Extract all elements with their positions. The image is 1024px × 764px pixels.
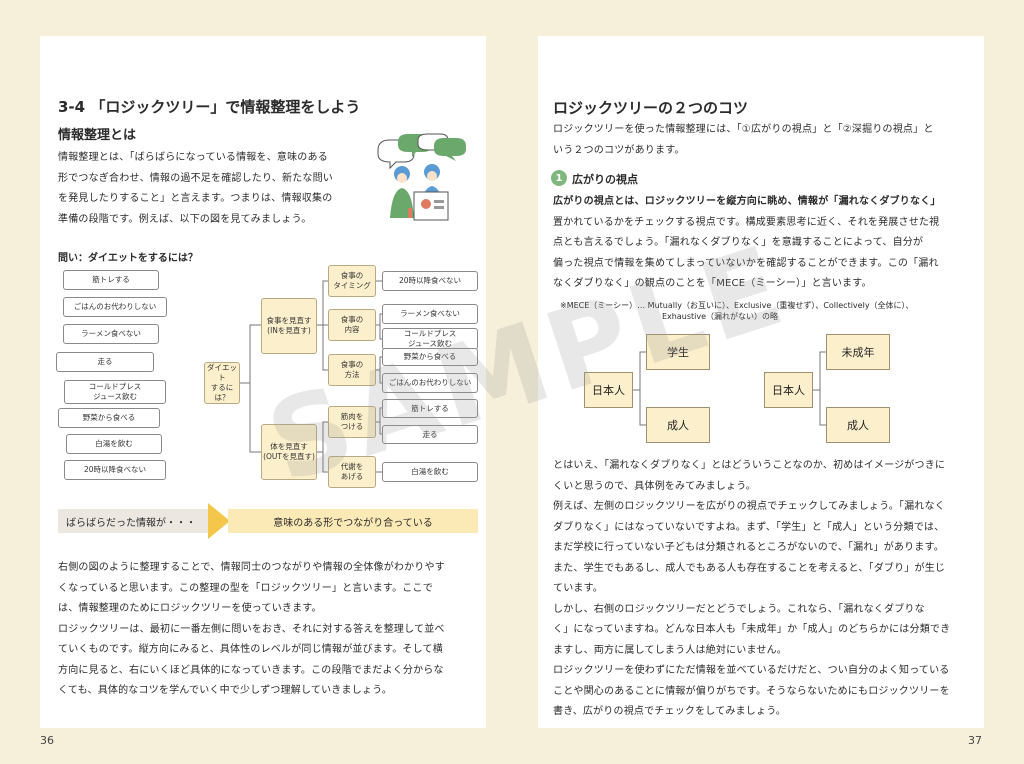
scattered-item: 20時以降食べない [64, 460, 166, 480]
text-line: とはいえ、「漏れなくダブりなく」とはどういうことなのか、初めはイメージがつきに [553, 460, 946, 471]
intro-paragraph-right: ロジックツリーを使った情報整理には、「①広がりの視点」と「②深掘りの視点」と い… [553, 120, 973, 161]
arrow-right-icon [208, 503, 230, 539]
scattered-item: コールドプレス ジュース飲む [64, 380, 166, 404]
banner-before: ばらばらだった情報が・・・ [58, 509, 208, 533]
tree-leaf-node: ごはんのお代わりしない [382, 373, 478, 393]
tree-level2-node: 食事の 方法 [328, 354, 376, 386]
intro-paragraph: 情報整理とは、「ばらばらになっている情報を、意味のある 形でつなぎ合わせ、情報の… [58, 148, 358, 230]
tree-root-node: ダイエット するには？ [204, 362, 240, 404]
page-number-left: 36 [40, 734, 54, 747]
people-talking-illustration [377, 133, 466, 221]
text-line: ロジックツリーを使わずにただ情報を並べているだけだと、つい自分のよく知っている [553, 665, 950, 676]
text-line: ロジックツリーは、最初に一番左側に問いをおき、それに対する答えを整理して並べ [58, 623, 445, 635]
text-line: ていくものです。縦方向にみると、具体性のレベルが同じ情報が並びます。そして横 [58, 644, 443, 655]
text-line: 方向に見ると、右にいくほど具体的になっていきます。この段階でまだよく分からな [58, 664, 444, 676]
tree2-child: 成人 [826, 407, 890, 443]
tree1-child: 学生 [646, 334, 710, 370]
text-line: くなっていると思います。この整理の型を「ロジックツリー」と言います。ここで [58, 582, 433, 594]
text-line: ています。 [553, 583, 603, 594]
tree-level2-node: 食事の 内容 [328, 309, 376, 341]
page-title-left: 3-4 「ロジックツリー」で情報整理をしよう [58, 98, 361, 116]
text-line: く」になっていますね。どんな日本人も「未成年」か「成人」のどちらかには分類でき [553, 624, 951, 635]
tree-leaf-node: 白湯を飲む [382, 462, 478, 482]
section-number-badge: 1 [551, 170, 567, 186]
tree-level1-node: 食事を見直す (INを見直す) [261, 298, 317, 354]
text-line: 置かれているかをチェックする視点です。構成要素思考に近く、それを発展させた視 [553, 216, 940, 228]
question-label: 問い：ダイエットをするには？ [58, 253, 198, 264]
text-line: また、学生でもあるし、成人でもある人も存在することを考えると、「ダブり」が生じ [553, 562, 946, 574]
text-line: くいと思うので、具体例をみてみましょう。 [553, 480, 756, 492]
text-line: 例えば、左側のロジックツリーを広がりの視点でチェックしてみましょう。「漏れなく [553, 501, 945, 512]
tree-level2-node: 代謝を あげる [328, 456, 376, 488]
scattered-item: 筋トレする [63, 270, 159, 290]
text-line: を発見したりすること」と言えます。つまりは、情報収集の [58, 193, 333, 204]
banner-after: 意味のある形でつながり合っている [228, 509, 478, 533]
text-line: 右側の図のように整理することで、情報同士のつながりや情報の全体像がわかりやす [58, 562, 445, 573]
page-title-right: ロジックツリーの２つのコツ [553, 99, 749, 117]
tree2-child: 未成年 [826, 334, 890, 370]
scattered-item: 白湯を飲む [66, 434, 162, 454]
tree-level2-node: 筋肉を つける [328, 406, 376, 438]
text-line: まだ学校に行っていない子どもは分類されるところがないので、「漏れ」があります。 [553, 542, 944, 553]
text-line: ロジックツリーを使った情報整理には、「①広がりの視点」と「②深掘りの視点」と [553, 124, 934, 135]
text-line: は、情報整理のためにロジックツリーを使っていきます。 [58, 603, 322, 614]
tree-level1-node: 体を見直す (OUTを見直す) [261, 424, 317, 480]
text-line: ダブりなく」にはなっていないですよね。まず、「学生」と「成人」という分類では、 [553, 521, 945, 533]
text-line: しかし、右側のロジックツリーだとどうでしょう。これなら、「漏れなくダブりな [553, 603, 925, 615]
scattered-item: ごはんのお代わりしない [63, 297, 167, 317]
tree2-root: 日本人 [764, 372, 813, 408]
explanation-paragraph: 右側の図のように整理することで、情報同士のつながりや情報の全体像がわかりやす く… [58, 558, 478, 702]
tree-leaf-node: 筋トレする [382, 399, 478, 418]
scattered-item: 野菜から食べる [58, 408, 160, 428]
text-line: ことや関心のあることに情報が偏りがちです。そうならないためにもロジックツリーを [553, 685, 950, 697]
text-line: いう２つのコツがあります。 [553, 144, 685, 156]
text-line: 広がりの視点とは、ロジックツリーを縦方向に眺め、情報が「漏れなくダブりなく」 [553, 196, 941, 207]
section-paragraph: 広がりの視点とは、ロジックツリーを縦方向に眺め、情報が「漏れなくダブりなく」 置… [553, 192, 973, 295]
scattered-item: ラーメン食べない [63, 324, 159, 344]
tree-leaf-node: ラーメン食べない [382, 304, 478, 324]
section-heading: 広がりの視点 [572, 173, 638, 186]
text-line: 情報整理とは、「ばらばらになっている情報を、意味のある [58, 152, 328, 163]
text-line: なくダブりなく」の観点のことを「MECE（ミーシー）」と言います。 [553, 278, 872, 289]
tree-leaf-node: 野菜から食べる [382, 348, 478, 366]
tree-level2-node: 食事の タイミング [328, 265, 376, 297]
text-line: ますし、両方に属してしまう人は絶対にいません。 [553, 644, 787, 656]
example-paragraph: とはいえ、「漏れなくダブりなく」とはどういうことなのか、初めはイメージがつきに … [553, 456, 973, 723]
scattered-item: 走る [56, 352, 154, 372]
page-number-right: 37 [968, 734, 982, 747]
section-title: 情報整理とは [58, 128, 137, 143]
text-line: 形でつなぎ合わせ、情報の過不足を確認したり、新たな問い [58, 172, 333, 184]
mece-note-line2: Exhaustive（漏れがない）の略 [662, 312, 779, 321]
tree1-root: 日本人 [584, 372, 633, 408]
tree-leaf-node: 走る [382, 425, 478, 444]
text-line: くても、具体的なコツを学んでいく中で少しずつ理解していきましょう。 [58, 685, 392, 696]
tree1-child: 成人 [646, 407, 710, 443]
text-line: 書き、広がりの視点でチェックをしてみましょう。 [553, 706, 786, 717]
mece-note-line1: ※MECE（ミーシー）… Mutually（お互いに）、Exclusive（重複… [560, 301, 914, 310]
text-line: 点とも言えるでしょう。「漏れなくダブりなく」を意識することによって、自分が [553, 237, 924, 248]
tree-leaf-node: 20時以降食べない [382, 271, 478, 291]
text-line: 準備の段階です。例えば、以下の図を見てみましょう。 [58, 213, 312, 225]
text-line: 偏った視点で情報を集めてしまっていないかを確認することができます。この「漏れ [553, 257, 939, 269]
